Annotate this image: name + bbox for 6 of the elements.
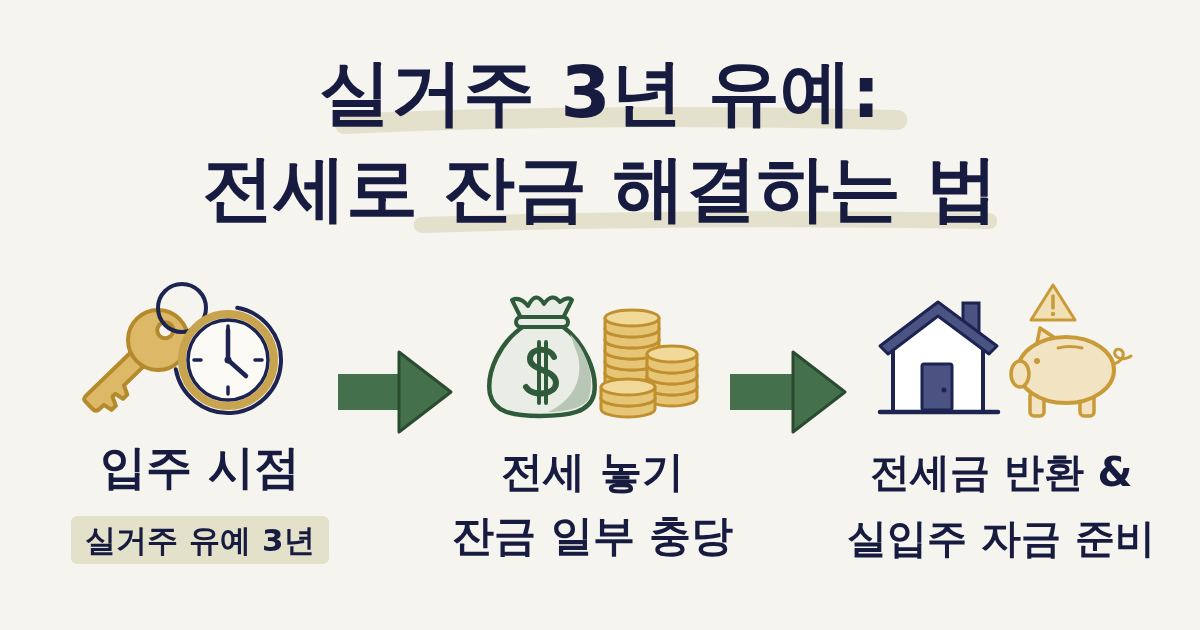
step-label: 전세금 반환 & 실입주 자금 준비 — [847, 448, 1155, 563]
step-label: 전세 놓기 잔금 일부 충당 — [452, 446, 734, 562]
arrow — [730, 350, 847, 434]
step-label: 입주 시점 — [100, 439, 300, 496]
arrow — [338, 350, 453, 434]
highlight-label: 실거주 유예 3년 — [71, 516, 329, 564]
